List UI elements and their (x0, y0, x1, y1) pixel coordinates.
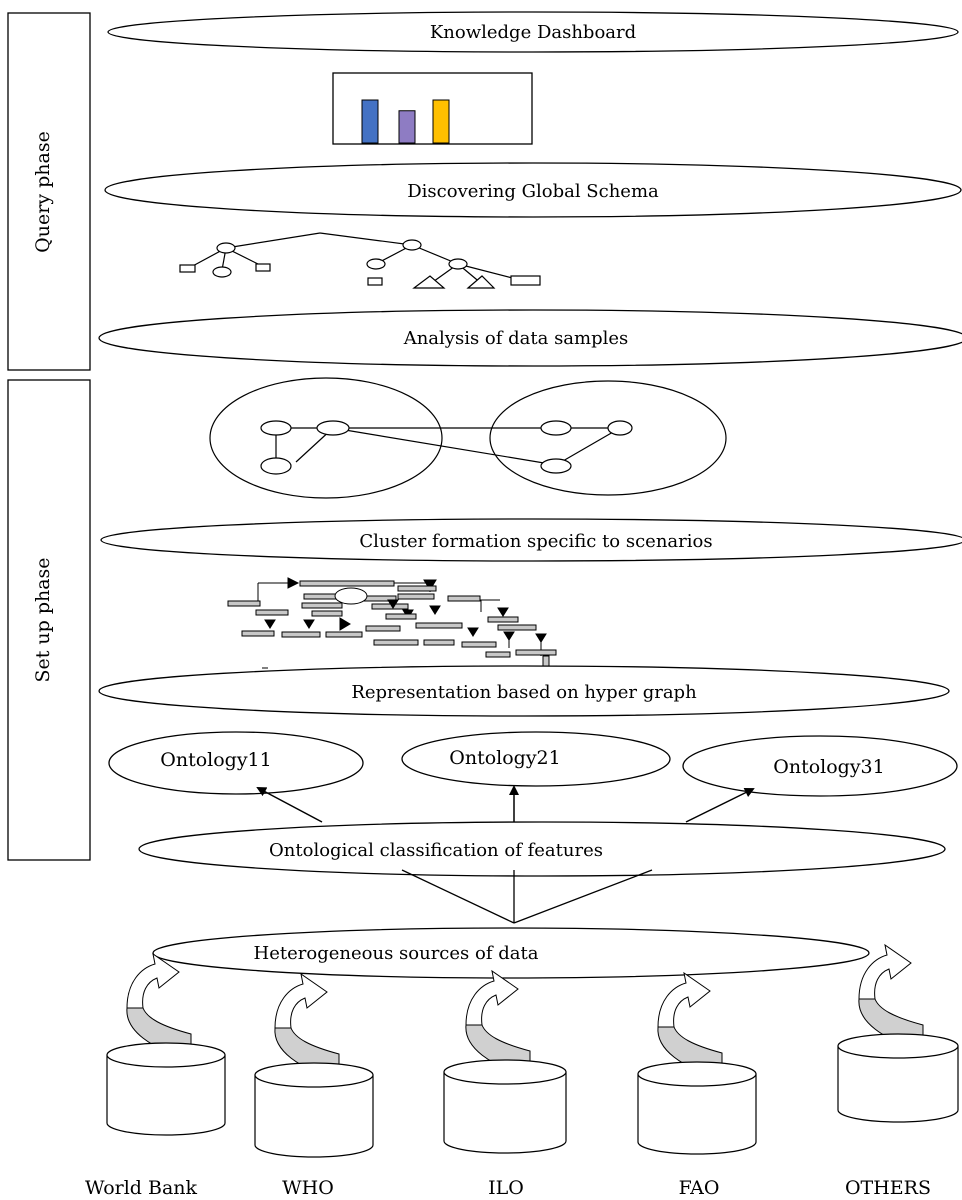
converging-lines (401, 869, 653, 924)
ontology-arrows (256, 785, 755, 823)
query-phase-label: Query phase (32, 131, 54, 253)
analysis-label: Analysis of data samples (403, 328, 629, 349)
ontology-1: Ontology11 (108, 731, 364, 795)
source-arrow-world-bank (126, 952, 192, 1059)
source-arrow-others (858, 943, 924, 1050)
cluster-formation-layer: Cluster formation specific to scenarios (100, 518, 962, 562)
source-label-ilo: ILO (488, 1177, 524, 1199)
classification-label: Ontological classification of features (269, 840, 603, 861)
source-labels: World Bank WHO ILO FAO OTHERS (85, 1177, 931, 1199)
analysis-layer: Analysis of data samples (98, 309, 962, 367)
global-schema-label: Discovering Global Schema (407, 181, 659, 202)
query-phase-box: Query phase (7, 12, 91, 371)
source-label-who: WHO (282, 1177, 334, 1199)
global-schema-layer: Discovering Global Schema (104, 162, 962, 218)
mini-chart-bar (398, 110, 416, 144)
setup-phase-label: Set up phase (32, 557, 54, 682)
source-arrow-fao (657, 971, 723, 1078)
hypergraph-icon (227, 577, 557, 669)
heterogeneous-layer: Heterogeneous sources of data (152, 927, 870, 979)
mini-chart-bar (432, 99, 450, 144)
source-label-fao: FAO (679, 1177, 720, 1199)
dashboard-chart-icon (332, 72, 533, 145)
source-arrow-who (274, 972, 340, 1079)
database-fao (637, 1061, 757, 1155)
ontology-3: Ontology31 (682, 735, 958, 797)
knowledge-dashboard-layer: Knowledge Dashboard (107, 11, 959, 53)
ontology-1-label: Ontology11 (160, 749, 271, 771)
ontology-2: Ontology21 (401, 731, 671, 787)
classification-layer: Ontological classification of features (138, 821, 946, 877)
cluster-formation-label: Cluster formation specific to scenarios (359, 531, 712, 552)
hypergraph-label: Representation based on hyper graph (351, 682, 697, 703)
knowledge-dashboard-label: Knowledge Dashboard (430, 22, 636, 43)
database-ilo (443, 1059, 567, 1154)
source-arrow-ilo (465, 969, 531, 1076)
database-who (254, 1062, 374, 1158)
hypergraph-layer: Representation based on hyper graph (98, 665, 950, 717)
mini-chart-bar (361, 99, 379, 144)
database-others (837, 1033, 959, 1123)
source-label-world-bank: World Bank (85, 1177, 198, 1199)
cluster-graph-icon (209, 377, 727, 499)
ontology-2-label: Ontology21 (449, 747, 560, 769)
setup-phase-box: Set up phase (7, 379, 91, 861)
ontology-3-label: Ontology31 (773, 756, 884, 778)
database-world-bank (106, 1042, 226, 1136)
schema-tree-icon (179, 232, 541, 289)
heterogeneous-label: Heterogeneous sources of data (254, 943, 539, 964)
source-label-others: OTHERS (845, 1177, 931, 1199)
databases (106, 1033, 959, 1158)
